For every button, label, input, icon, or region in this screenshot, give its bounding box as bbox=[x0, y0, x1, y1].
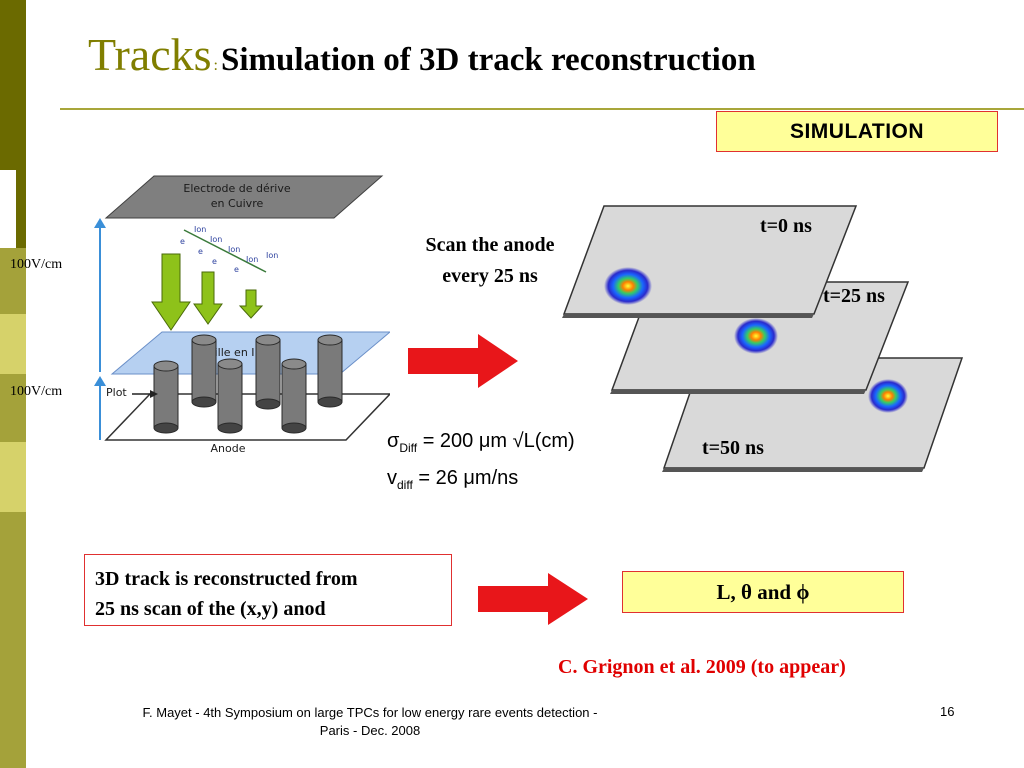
anode-label: Anode bbox=[211, 442, 246, 455]
pillar-3 bbox=[217, 358, 243, 434]
sigma-line: σDiff = 200 μm √L(cm) bbox=[387, 426, 575, 463]
scan-line-2: every 25 ns bbox=[442, 265, 538, 287]
plot-label: Plot bbox=[106, 386, 127, 399]
footer-line-1: F. Mayet - 4th Symposium on large TPCs f… bbox=[142, 705, 598, 720]
detector-diagram: Electrode de dérive en Cuivre Ion Ion Io… bbox=[94, 175, 390, 455]
pillar-2 bbox=[191, 334, 217, 408]
electrode-label-line1: Electrode de dérive bbox=[183, 182, 290, 195]
velocity-value: = 26 μm/ns bbox=[412, 467, 519, 489]
velocity-line: vdiff = 26 μm/ns bbox=[387, 463, 575, 500]
field-label-upper: 100V/cm bbox=[10, 257, 63, 272]
electron-label-4: e bbox=[234, 265, 239, 274]
title-separator: : bbox=[213, 57, 218, 74]
pillar-4 bbox=[255, 334, 281, 410]
result-box: L, θ and ϕ bbox=[622, 571, 904, 613]
citation: C. Grignon et al. 2009 (to appear) bbox=[558, 656, 846, 678]
ion-label-4: Ion bbox=[246, 255, 258, 264]
velocity-subscript: diff bbox=[397, 478, 413, 492]
footer-line-2: Paris - Dec. 2008 bbox=[319, 723, 421, 738]
time-frames bbox=[562, 205, 964, 472]
title-main: Tracks bbox=[88, 29, 212, 80]
drift-arrow-medium bbox=[193, 271, 223, 325]
particle-track bbox=[183, 229, 267, 273]
field-arrow-upper-head bbox=[94, 218, 106, 228]
anode-plate bbox=[104, 393, 390, 441]
frame-label-t50: t=50 ns bbox=[702, 437, 764, 459]
sigma-subscript: Diff bbox=[399, 441, 418, 455]
reconstruction-box: 3D track is reconstructed from 25 ns sca… bbox=[84, 554, 452, 626]
velocity-symbol: v bbox=[387, 467, 397, 489]
ion-label-5: Ion bbox=[266, 251, 278, 260]
drift-arrow-large bbox=[151, 253, 191, 331]
scan-arrow bbox=[408, 334, 518, 388]
reconstruction-line-2: 25 ns scan of the (x,y) anod bbox=[95, 598, 326, 620]
ion-label-2: Ion bbox=[210, 235, 222, 244]
blob-t0 bbox=[604, 267, 652, 305]
drift-arrow-small bbox=[238, 289, 264, 319]
frame-t0 bbox=[562, 205, 858, 315]
blob-t25 bbox=[734, 318, 778, 354]
page-title: Tracks:Simulation of 3D track reconstruc… bbox=[88, 28, 756, 81]
result-arrow bbox=[478, 573, 588, 625]
scan-description: Scan the anode every 25 ns bbox=[404, 230, 576, 292]
decor-bar-mid-2 bbox=[0, 374, 26, 442]
sigma-value: = 200 μm √L(cm) bbox=[417, 430, 575, 452]
pillar-1 bbox=[153, 360, 179, 434]
simulation-badge: SIMULATION bbox=[716, 111, 998, 152]
footer: F. Mayet - 4th Symposium on large TPCs f… bbox=[60, 704, 680, 740]
sigma-symbol: σ bbox=[387, 430, 400, 452]
pillar-5 bbox=[281, 358, 307, 434]
title-rule bbox=[60, 108, 1024, 110]
field-label-lower: 100V/cm bbox=[10, 384, 63, 399]
reconstruction-line-1: 3D track is reconstructed from bbox=[95, 568, 358, 590]
particle-labels: Ion Ion Ion Ion e e e e Ion bbox=[180, 225, 278, 274]
frame-label-t25: t=25 ns bbox=[823, 285, 885, 307]
decor-bar-mid-3 bbox=[0, 512, 26, 768]
electron-label-1: e bbox=[180, 237, 185, 246]
electron-label-2: e bbox=[198, 247, 203, 256]
pillar-6 bbox=[317, 334, 343, 408]
electron-label-3: e bbox=[212, 257, 217, 266]
field-arrow-lower-head bbox=[94, 376, 106, 386]
title-subtitle: Simulation of 3D track reconstruction bbox=[221, 42, 756, 78]
blob-t50 bbox=[868, 379, 908, 413]
page-number: 16 bbox=[940, 704, 955, 719]
ion-label-1: Ion bbox=[194, 225, 206, 234]
diffusion-formula: σDiff = 200 μm √L(cm) vdiff = 26 μm/ns bbox=[387, 426, 575, 500]
electrode-plate bbox=[104, 175, 384, 219]
electrode-label-line2: en Cuivre bbox=[211, 197, 264, 210]
ion-label-3: Ion bbox=[228, 245, 240, 254]
decor-bar-light-2 bbox=[0, 442, 26, 512]
decor-bar-dark-1 bbox=[0, 0, 26, 170]
scan-line-1: Scan the anode bbox=[425, 234, 555, 256]
decor-bar-light-1 bbox=[0, 314, 26, 374]
decor-bar-mid-1 bbox=[0, 248, 26, 314]
pillars bbox=[153, 334, 343, 434]
frame-label-t0: t=0 ns bbox=[760, 215, 812, 237]
decor-bar-dark-2 bbox=[16, 170, 26, 248]
plot-pointer-head bbox=[150, 390, 158, 398]
